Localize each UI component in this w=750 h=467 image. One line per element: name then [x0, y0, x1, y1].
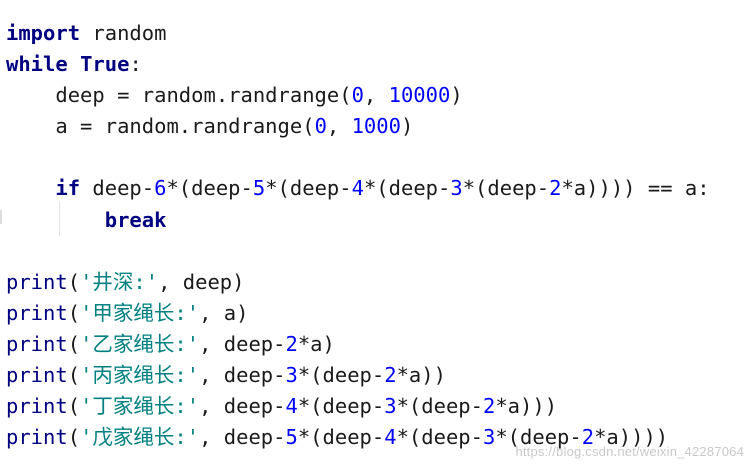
- fold-marker: [0, 210, 2, 224]
- code-token-fn: print: [6, 269, 68, 294]
- code-token-plain: , deep-: [199, 394, 286, 419]
- code-token-str: '甲家绳长:': [80, 300, 200, 325]
- code-token-plain: (: [67, 363, 81, 388]
- code-token-plain: *(deep-: [396, 425, 483, 450]
- code-token-plain: (: [67, 425, 81, 450]
- code-token-str: '乙家绳长:': [80, 331, 200, 356]
- code-token-plain: ,: [326, 114, 352, 139]
- code-token-str: '丁家绳长:': [80, 394, 200, 419]
- code-line: break: [6, 205, 710, 236]
- code-token-plain: a = random.randrange(: [6, 114, 315, 139]
- code-token-plain: (: [67, 300, 81, 325]
- code-token-str: '戊家绳长:': [80, 425, 200, 450]
- code-line: print('丁家绳长:', deep-4*(deep-3*(deep-2*a)…: [6, 391, 710, 422]
- code-token-num: 6: [154, 176, 167, 201]
- code-token-plain: *a)))): [594, 425, 669, 450]
- code-token-num: 3: [483, 425, 496, 450]
- code-token-plain: , deep-: [199, 425, 286, 450]
- code-token-kw: True: [80, 52, 130, 77]
- code-token-plain: ): [400, 114, 414, 139]
- code-token-plain: *(deep-: [297, 363, 385, 388]
- code-token-fn: print: [6, 363, 68, 388]
- code-line: [6, 236, 710, 267]
- code-token-plain: [6, 208, 105, 232]
- code-token-num: 3: [450, 176, 463, 201]
- code-token-num: 4: [351, 176, 364, 201]
- code-token-str: '井深:': [80, 269, 159, 294]
- code-line: print('甲家绳长:', a): [6, 298, 710, 329]
- watermark-text: https://blog.csdn.net/weixin_42287064: [515, 444, 744, 459]
- code-token-plain: (: [67, 394, 81, 419]
- code-token-num: 2: [285, 331, 298, 356]
- code-token-plain: *(deep-: [363, 176, 451, 201]
- code-token-plain: , a): [199, 300, 249, 325]
- code-token-num: 2: [581, 425, 595, 450]
- code-token-plain: *a)))) == a:: [561, 176, 710, 201]
- code-token-plain: *a)): [396, 363, 446, 388]
- code-token-num: 4: [285, 394, 298, 419]
- code-token-num: 3: [384, 394, 397, 419]
- code-line: print('戊家绳长:', deep-5*(deep-4*(deep-3*(d…: [6, 422, 710, 453]
- code-token-num: 5: [252, 176, 266, 201]
- code-token-plain: [68, 52, 80, 76]
- code-token-fn: print: [6, 331, 68, 356]
- code-line: print('井深:', deep): [6, 267, 710, 298]
- code-token-num: 0: [351, 83, 364, 108]
- code-token-plain: *a))): [495, 394, 558, 419]
- code-token-kw: break: [104, 207, 167, 232]
- code-token-plain: *a): [297, 331, 335, 356]
- code-token-num: 1000: [351, 114, 401, 139]
- code-token-kw: while: [6, 52, 68, 77]
- code-token-fn: print: [6, 425, 68, 450]
- code-token-num: 3: [285, 363, 298, 388]
- code-token-num: 2: [483, 394, 496, 419]
- code-line: print('丙家绳长:', deep-3*(deep-2*a)): [6, 360, 710, 391]
- code-token-plain: *(deep-: [265, 176, 352, 201]
- code-token-plain: *(deep-: [495, 425, 582, 450]
- code-token-plain: :: [129, 52, 142, 77]
- code-token-kw: if: [55, 176, 81, 201]
- code-token-plain: , deep-: [199, 331, 286, 356]
- code-token-num: 4: [384, 425, 397, 450]
- code-line: while True:: [6, 49, 710, 80]
- code-token-num: 5: [285, 425, 298, 450]
- code-token-plain: [6, 176, 55, 200]
- code-line: print('乙家绳长:', deep-2*a): [6, 329, 710, 360]
- code-token-plain: *(deep-: [166, 176, 253, 201]
- indent-guide: [59, 202, 60, 236]
- code-token-plain: deep = random.randrange(: [6, 83, 352, 108]
- code-token-num: 10000: [388, 83, 451, 108]
- code-token-str: '丙家绳长:': [80, 363, 200, 388]
- code-token-plain: deep-: [80, 176, 155, 201]
- code-token-plain: , deep): [158, 269, 245, 294]
- code-token-num: 2: [384, 363, 397, 388]
- code-token-plain: ): [450, 83, 463, 108]
- code-token-num: 0: [314, 114, 327, 139]
- code-token-kw: import: [6, 21, 81, 45]
- code-token-fn: print: [6, 300, 68, 325]
- code-line: import random: [6, 18, 710, 49]
- code-token-plain: (: [67, 269, 81, 294]
- code-token-plain: , deep-: [199, 363, 286, 388]
- code-token-plain: *(deep-: [396, 394, 483, 419]
- code-token-plain: ,: [363, 83, 389, 108]
- code-line: if deep-6*(deep-5*(deep-4*(deep-3*(deep-…: [6, 173, 710, 204]
- code-line: a = random.randrange(0, 1000): [6, 111, 710, 142]
- code-token-plain: *(deep-: [462, 176, 550, 201]
- code-token-plain: random: [80, 21, 167, 45]
- code-token-plain: *(deep-: [297, 425, 385, 450]
- code-token-plain: *(deep-: [297, 394, 385, 419]
- code-token-plain: (: [67, 331, 81, 356]
- code-token-fn: print: [6, 394, 68, 419]
- code-line: deep = random.randrange(0, 10000): [6, 80, 710, 111]
- code-line: [6, 142, 710, 173]
- code-token-num: 2: [549, 176, 562, 201]
